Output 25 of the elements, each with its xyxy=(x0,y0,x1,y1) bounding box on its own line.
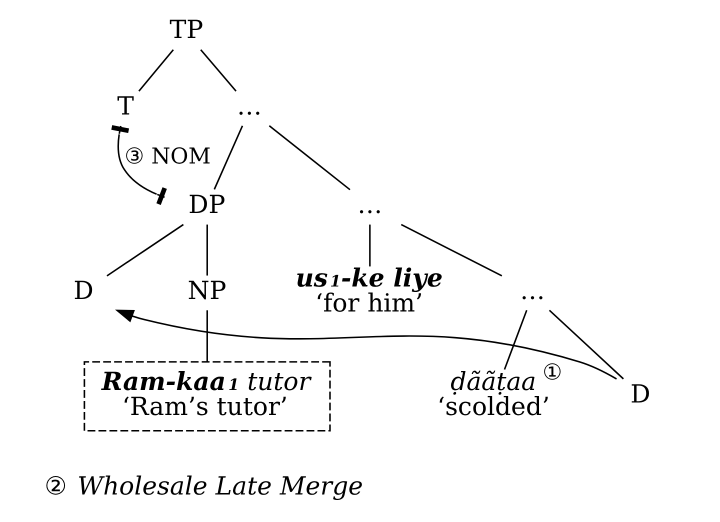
node-label: ② Wholesale Late Merge xyxy=(44,472,363,501)
connector xyxy=(368,224,370,266)
node-text: … xyxy=(520,276,545,306)
connector xyxy=(200,49,236,92)
connector xyxy=(548,310,624,380)
connector xyxy=(503,310,527,370)
node-text: D xyxy=(72,276,94,306)
connector xyxy=(268,125,350,190)
connector xyxy=(110,125,166,205)
node-text: DP xyxy=(188,190,225,219)
connector xyxy=(206,224,208,276)
connector xyxy=(206,310,208,362)
arrow xyxy=(114,310,616,380)
edge-label: ③ NOM xyxy=(124,144,210,170)
connector xyxy=(213,125,243,190)
node-text: NP xyxy=(187,276,226,306)
connector xyxy=(106,224,184,276)
node-text: … xyxy=(236,91,262,120)
node-text: TP xyxy=(169,14,203,44)
node-text: us1-ke liye ‘for him’ xyxy=(295,264,442,318)
connector xyxy=(400,224,502,277)
node-text: D xyxy=(630,379,650,408)
node-text: T xyxy=(116,91,134,120)
connector xyxy=(138,49,174,92)
node-text: … xyxy=(356,190,382,219)
